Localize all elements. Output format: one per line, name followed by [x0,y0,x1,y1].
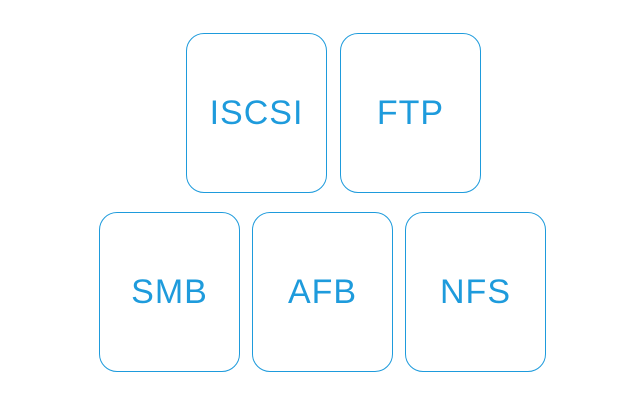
protocol-box-afb: AFB [252,212,393,372]
protocol-label-afb: AFB [287,273,358,311]
protocol-box-nfs: NFS [405,212,546,372]
protocol-label-iscsi: ISCSI [209,94,304,132]
protocol-box-smb: SMB [99,212,240,372]
protocol-box-ftp: FTP [340,33,481,193]
protocol-label-smb: SMB [131,273,208,311]
protocol-label-ftp: FTP [376,94,445,132]
protocol-label-nfs: NFS [440,273,511,311]
protocol-box-iscsi: ISCSI [186,33,327,193]
